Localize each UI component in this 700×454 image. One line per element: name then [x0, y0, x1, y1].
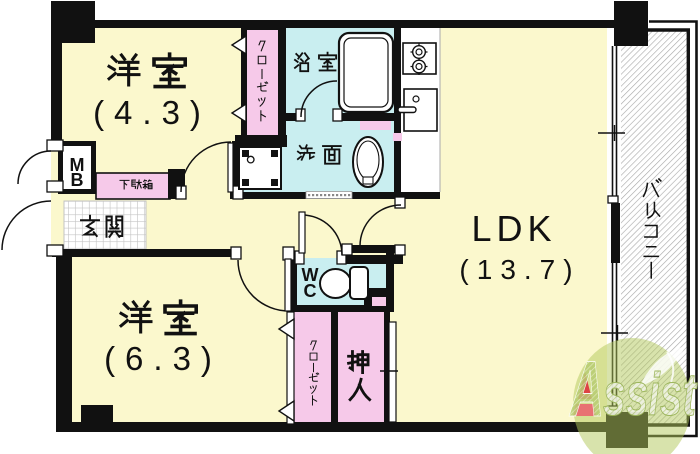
svg-text:C: C [304, 281, 317, 301]
svg-text:(13.7): (13.7) [459, 254, 580, 285]
svg-text:(6.3): (6.3) [104, 340, 222, 377]
svg-text:M: M [70, 155, 85, 175]
svg-text:A: A [569, 344, 604, 433]
svg-text:ssist: ssist [603, 361, 698, 428]
svg-text:W: W [302, 265, 319, 285]
svg-text:B: B [71, 170, 84, 190]
svg-text:LDK: LDK [471, 208, 556, 249]
svg-text:(4.3): (4.3) [93, 94, 211, 131]
